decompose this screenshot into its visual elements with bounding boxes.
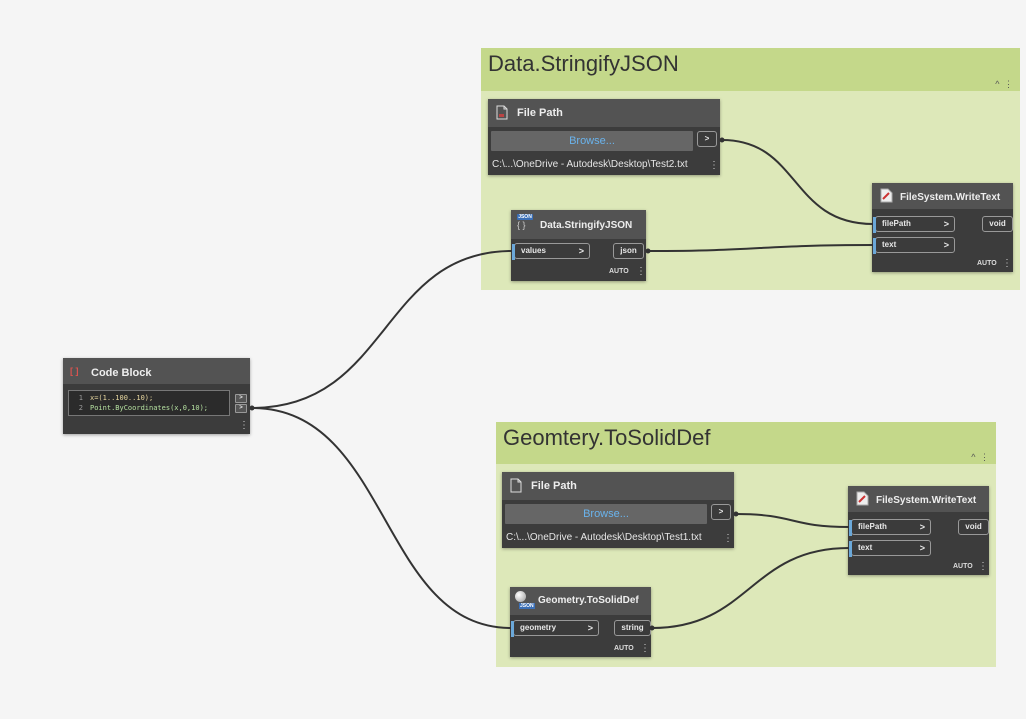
node-menu[interactable]: ⋮ <box>636 266 646 277</box>
node-header[interactable] <box>872 183 1013 209</box>
group-header[interactable]: Geomtery.ToSolidDef ^ ⋮ <box>496 422 996 464</box>
output-port-string[interactable]: string <box>614 620 651 636</box>
browse-button[interactable]: Browse... <box>491 131 693 151</box>
sphere-json-icon: JSON <box>515 591 535 611</box>
node-header[interactable] <box>511 210 646 239</box>
node-menu[interactable]: ⋮ <box>709 160 719 171</box>
input-port-text[interactable]: text> <box>849 540 931 557</box>
output-port[interactable]: > <box>697 131 717 147</box>
node-title: Data.StringifyJSON <box>540 220 633 231</box>
to-solid-def-node[interactable]: JSON Geometry.ToSolidDef geometry> strin… <box>510 587 651 657</box>
file-path-value: C:\...\OneDrive - Autodesk\Desktop\Test1… <box>506 532 702 543</box>
node-title: FileSystem.WriteText <box>900 192 1001 203</box>
group-title: Geomtery.ToSolidDef <box>503 425 711 450</box>
input-port-geometry[interactable]: geometry> <box>511 620 599 637</box>
node-header[interactable] <box>510 587 651 615</box>
stringify-json-node[interactable]: JSON { } Data.StringifyJSON values> json… <box>511 210 646 281</box>
code-editor[interactable]: 1 x=(1..100..10); 2 Point.ByCoordinates(… <box>68 390 230 416</box>
file-icon <box>510 478 522 493</box>
file-path-value: C:\...\OneDrive - Autodesk\Desktop\Test2… <box>492 159 688 170</box>
file-icon <box>496 105 508 120</box>
node-menu[interactable]: ⋮ <box>640 643 650 654</box>
lacing-auto[interactable]: AUTO <box>609 268 629 275</box>
input-port-values[interactable]: values> <box>512 243 590 260</box>
output-port-json[interactable]: json <box>613 243 644 259</box>
output-port-void[interactable]: void <box>982 216 1013 232</box>
node-title: File Path <box>531 480 577 492</box>
node-menu[interactable]: ⋮ <box>239 420 249 431</box>
code-block-node[interactable]: [ ] Code Block 1 x=(1..100..10); 2 Point… <box>63 358 250 434</box>
lacing-auto[interactable]: AUTO <box>953 563 973 570</box>
wire-code-to-stringify <box>251 250 513 409</box>
output-port-void[interactable]: void <box>958 519 989 535</box>
file-path-node[interactable]: File Path Browse... > C:\...\OneDrive - … <box>488 99 720 175</box>
node-title: Geometry.ToSolidDef <box>538 595 639 606</box>
group-title: Data.StringifyJSON <box>488 51 679 76</box>
input-port-filepath[interactable]: filePath> <box>873 216 955 233</box>
group-header[interactable]: Data.StringifyJSON ^ ⋮ <box>481 48 1020 91</box>
output-port[interactable]: > <box>235 394 247 403</box>
output-port[interactable]: > <box>235 404 247 413</box>
collapse-icon[interactable]: ^ ⋮ <box>995 79 1014 89</box>
node-title: File Path <box>517 107 563 119</box>
browse-button[interactable]: Browse... <box>505 504 707 524</box>
input-port-text[interactable]: text> <box>873 237 955 254</box>
node-menu[interactable]: ⋮ <box>978 561 988 572</box>
write-text-node[interactable]: FileSystem.WriteText filePath> text> voi… <box>848 486 989 575</box>
json-icon: JSON { } <box>517 214 533 230</box>
node-title: FileSystem.WriteText <box>876 495 977 506</box>
lacing-auto[interactable]: AUTO <box>977 260 997 267</box>
node-menu[interactable]: ⋮ <box>1002 258 1012 269</box>
write-text-node[interactable]: FileSystem.WriteText filePath> text> voi… <box>872 183 1013 272</box>
code-block-icon: [ ] <box>70 366 79 376</box>
node-header[interactable] <box>63 358 250 384</box>
node-header[interactable] <box>488 99 720 127</box>
file-path-node[interactable]: File Path Browse... > C:\...\OneDrive - … <box>502 472 734 548</box>
collapse-icon[interactable]: ^ ⋮ <box>971 452 990 462</box>
node-title: Code Block <box>91 367 152 379</box>
node-header[interactable] <box>848 486 989 512</box>
node-header[interactable] <box>502 472 734 500</box>
write-text-icon <box>856 491 869 506</box>
lacing-auto[interactable]: AUTO <box>614 645 634 652</box>
node-menu[interactable]: ⋮ <box>723 533 733 544</box>
wire-code-to-tosoliddef <box>251 407 512 629</box>
write-text-icon <box>880 188 893 203</box>
input-port-filepath[interactable]: filePath> <box>849 519 931 536</box>
output-port[interactable]: > <box>711 504 731 520</box>
